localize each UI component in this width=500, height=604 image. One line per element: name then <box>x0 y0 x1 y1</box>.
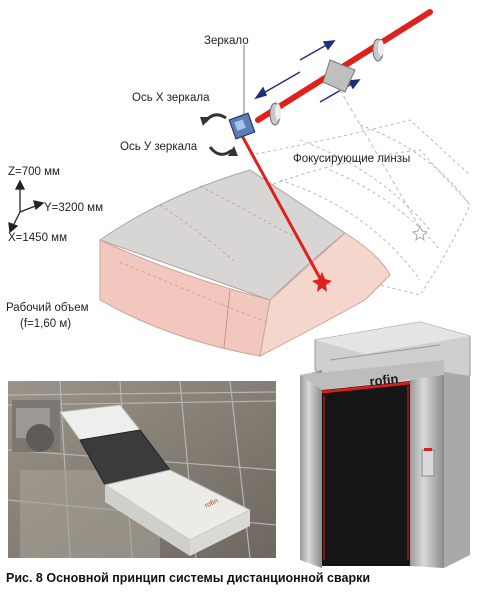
prism <box>322 59 356 93</box>
focusing-lens-1 <box>269 102 281 126</box>
label-x-axis: X=1450 мм <box>8 232 67 244</box>
focus-point-icon <box>312 272 332 292</box>
working-volume-top <box>98 169 346 301</box>
label-z-axis: Z=700 мм <box>8 166 60 178</box>
rotate-x-icon <box>200 113 227 126</box>
ghost-focus-point-icon <box>411 224 429 242</box>
label-focal-length: (f=1,60 м) <box>20 318 72 330</box>
rofin-cabinet-photo: rofin <box>300 321 471 568</box>
coordinate-axes <box>8 179 45 234</box>
label-mirror: Зеркало <box>204 35 249 47</box>
label-working-volume: Рабочий объем <box>6 302 89 314</box>
logo-rofin-cabinet: rofin <box>369 371 399 389</box>
label-mirror-x-axis: Ось Х зеркала <box>132 92 210 104</box>
scanner-mirror <box>228 112 256 140</box>
working-volume-side <box>259 232 391 357</box>
label-mirror-y-axis: Ось У зеркала <box>120 141 198 153</box>
figure-caption: Рис. 8 Основной принцип системы дистанци… <box>6 571 371 585</box>
label-focusing-lenses: Фокусирующие линзы <box>293 153 411 165</box>
motion-arrows <box>254 40 361 103</box>
focusing-lens-2 <box>372 38 384 62</box>
workcell-photo: rofin <box>7 380 277 559</box>
ghost-volume-outline <box>244 119 471 296</box>
rotate-y-icon <box>208 146 238 156</box>
label-y-axis: Y=3200 мм <box>44 202 103 214</box>
